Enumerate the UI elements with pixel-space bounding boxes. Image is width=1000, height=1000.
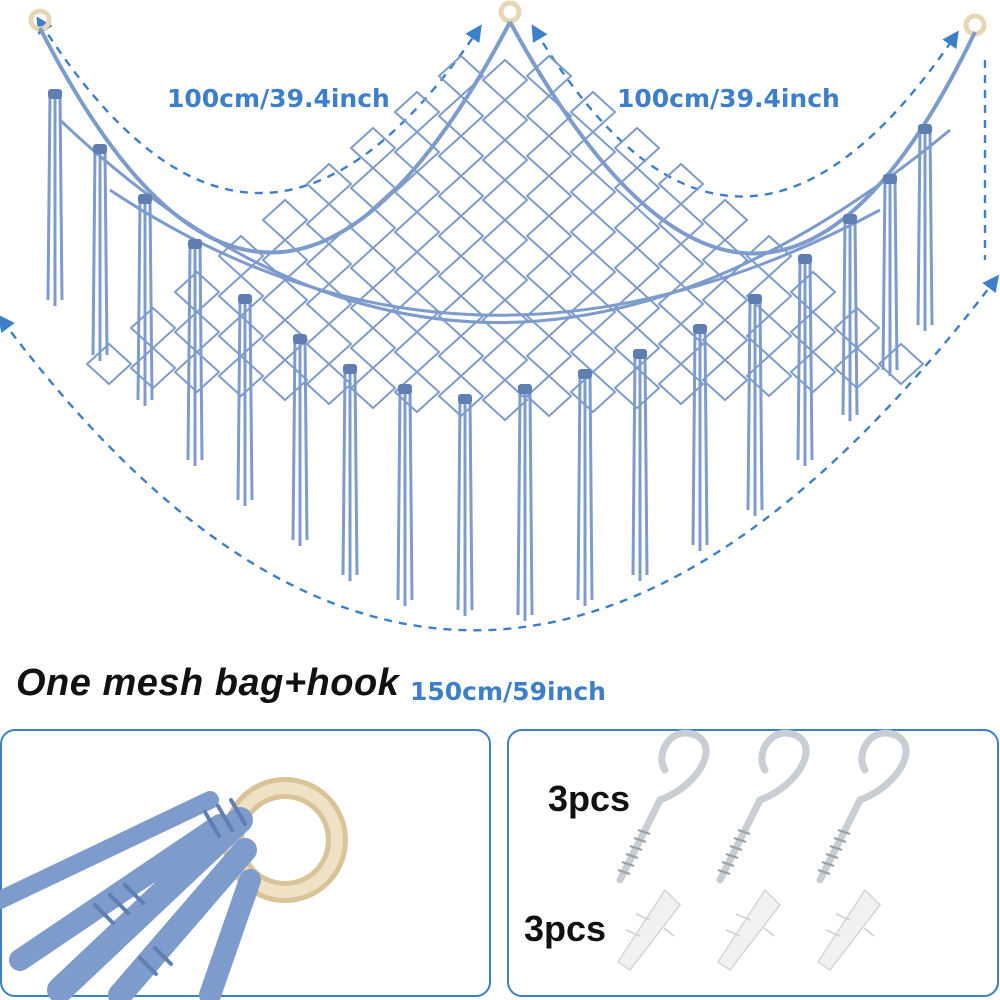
screw-hook-icon [816,729,910,884]
bottom-span-arrow [0,274,1000,632]
anchors-quantity: 3pcs [524,908,607,949]
wall-anchor-icon [816,888,881,972]
hardware-panel-frame [507,729,999,997]
hardware-panel [507,729,999,997]
left-span-label: 100cm/39.4inch [167,84,390,113]
hanging-ring-icon [498,0,522,24]
right-span-arrow [531,24,959,198]
screw-hook-icon [716,729,810,884]
right-span-label: 100cm/39.4inch [617,84,840,113]
screw-hook-icon [616,729,710,884]
dimension-lines [0,16,1000,632]
bottom-span-label: 150cm/59inch [410,677,606,706]
ring-detail-panel [0,729,491,1000]
hanging-ring-icon [28,8,52,32]
left-span-arrow [36,16,482,195]
ring-panel-frame [0,729,491,997]
hooks-quantity: 3pcs [548,778,631,819]
rope-closeup [0,791,261,1000]
macrame-net-image [28,0,987,621]
product-caption: One mesh bag+hook [16,662,400,704]
hanging-ring-icon [963,13,987,37]
wall-anchor-icon [716,888,781,972]
wall-anchor-icon [616,888,681,972]
